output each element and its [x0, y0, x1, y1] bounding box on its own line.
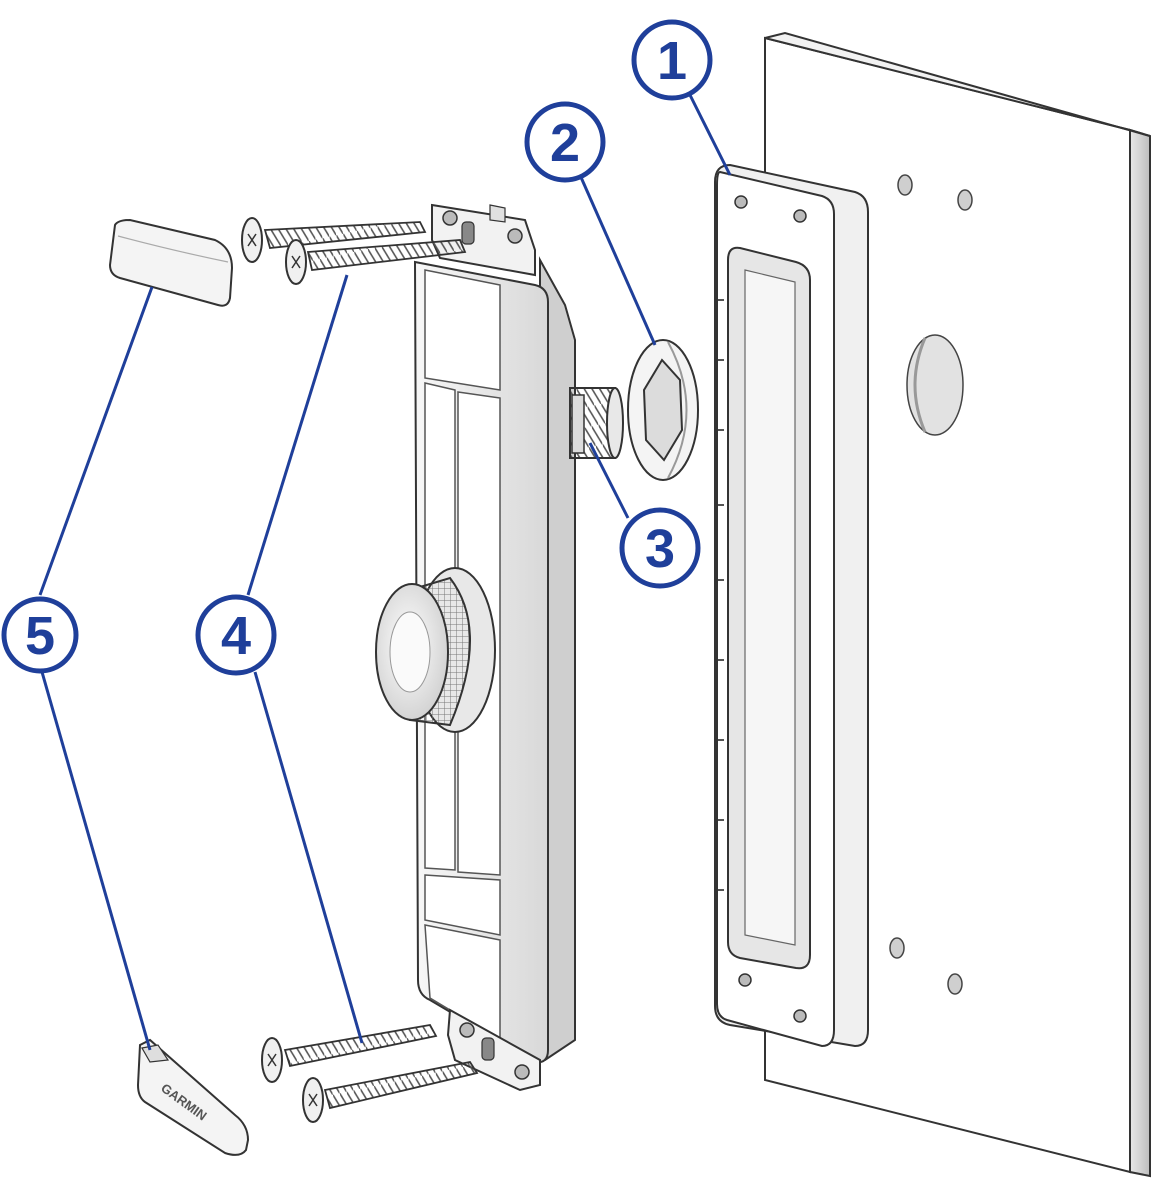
- mounting-bracket: [714, 163, 869, 1048]
- screw-top-1: [241, 217, 427, 263]
- control-unit: [375, 203, 624, 1092]
- panel-hole-bottom-left: [889, 937, 905, 959]
- control-unit-bottom-tab: [446, 1008, 541, 1092]
- svg-text:4: 4: [221, 606, 251, 666]
- callout-3: 3: [619, 507, 701, 589]
- svg-text:1: 1: [657, 31, 687, 91]
- panel-center-hole: [906, 334, 964, 436]
- leader-line-2: [578, 174, 657, 346]
- hex-nut: [627, 339, 699, 481]
- panel-hole-top-right: [957, 189, 973, 211]
- control-unit-top-tab: [431, 203, 536, 277]
- callout-1: 1: [631, 19, 713, 101]
- panel-hole-top-left: [897, 174, 913, 196]
- leader-line-5-top: [38, 286, 154, 596]
- screw-top-2: [285, 239, 467, 285]
- leader-line-4-bottom: [253, 671, 364, 1044]
- callout-2: 2: [524, 101, 606, 183]
- leader-line-5-bottom: [40, 671, 152, 1051]
- svg-text:2: 2: [550, 113, 580, 173]
- trim-cap-top: [108, 218, 234, 307]
- panel-hole-bottom-right: [947, 973, 963, 995]
- leader-line-3: [588, 442, 630, 519]
- svg-text:3: 3: [645, 519, 675, 579]
- callout-4: 4: [195, 594, 277, 676]
- threaded-shaft: [569, 387, 624, 459]
- callout-5: 5: [1, 596, 79, 674]
- leader-lines: [38, 84, 732, 1051]
- leader-line-1: [683, 84, 732, 176]
- trim-cap-bottom: GARMIN: [136, 1038, 250, 1156]
- leader-line-4-top: [246, 274, 349, 596]
- rotary-knob: [375, 567, 496, 733]
- screw-bottom-2: [302, 1061, 479, 1123]
- screw-bottom-1: [261, 1024, 438, 1083]
- svg-text:5: 5: [25, 606, 55, 666]
